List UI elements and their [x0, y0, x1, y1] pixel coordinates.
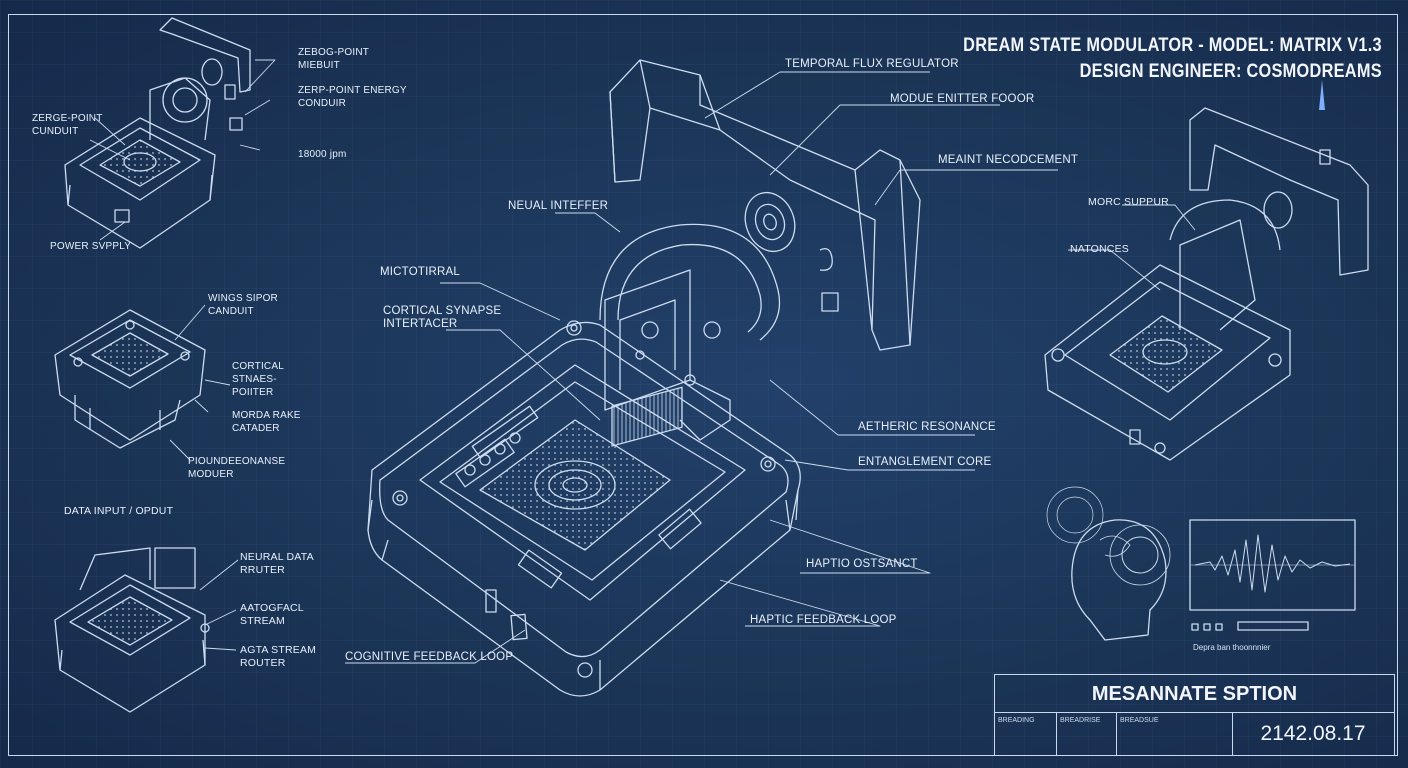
title-block-cell: BREADRISE [1057, 713, 1117, 755]
label-line: AATOGFACL [240, 602, 304, 614]
label-waveform-caption: Depra ban thoonnnier [1193, 643, 1271, 652]
label-line: CATADER [232, 423, 280, 434]
label-line: WINGS SIPOR [208, 293, 278, 304]
label-agta-stream-router: AGTA STREAM ROUTER [240, 644, 316, 670]
label-line: ZERGE-POINT [32, 113, 103, 124]
leader-lines [89, 59, 1196, 664]
label-line: MORDA RAKE [232, 410, 301, 421]
label-neual-intefer: NEUAL INTEFFER [508, 200, 609, 212]
label-morda-rake-catader: MORDA RAKE CATADER [232, 409, 301, 435]
label-zero-point-energy-conduit: ZERP-POINT ENERGY CONDUIR [298, 84, 407, 110]
label-zerge-point-cunduit: ZERGE-POINT CUNDUIT [32, 112, 103, 138]
title-block-date: 2142.08.17 [1260, 722, 1366, 745]
label-neural-data-router: NEURAL DATA RRUTER [240, 551, 314, 577]
label-line: CANDUIT [208, 306, 254, 317]
label-aatogfacl-stream: AATOGFACL STREAM [240, 602, 304, 628]
label-cortical-stnaes-poiter: CORTICAL STNAES- POIITER [232, 360, 284, 399]
label-natonces: NATONCES [1070, 243, 1129, 255]
title-line-1: DREAM STATE MODULATOR - MODEL: MATRIX V1… [963, 35, 1382, 56]
label-line: AGTA STREAM [240, 644, 317, 656]
label-line: CORTICAL SYNAPSE [383, 305, 502, 317]
label-entanglement-core: ENTANGLEMENT CORE [858, 456, 992, 468]
label-line: NEURAL DATA [240, 551, 314, 563]
drawing-title: DREAM STATE MODULATOR - MODEL: MATRIX V1… [963, 33, 1382, 85]
title-block-cell: BREADING [995, 713, 1057, 755]
label-line: ROUTER [240, 657, 286, 669]
label-rpm: 18000 jpm [298, 149, 347, 160]
spark-icon [1319, 80, 1325, 110]
label-meaint-necodcement: MEAINT NECODCEMENT [938, 154, 1079, 166]
label-line: RRUTER [240, 564, 285, 576]
label-line: MODUER [188, 469, 234, 480]
neural-head-figure [1046, 486, 1171, 641]
main-device [367, 59, 921, 697]
label-line: CONDUIR [298, 98, 347, 109]
label-morc-suppur: MORC SUPPUR [1088, 196, 1169, 208]
title-block-heading: MESANNATE SPTION [995, 675, 1394, 713]
label-line: STNAES- [232, 374, 277, 385]
waveform-panel [1189, 519, 1356, 631]
label-line: ZERP-POINT ENERGY [298, 85, 407, 96]
label-line: CORTICAL [232, 361, 284, 372]
title-block: MESANNATE SPTION BREADING BREADRISE BREA… [994, 674, 1395, 756]
label-mode-emitter-floor: MODUE ENITTER FOOOR [890, 93, 1035, 105]
title-line-2: DESIGN ENGINEER: COSMODREAMS [1079, 61, 1382, 82]
label-zero-point-mebuit: ZEBOG-POINT MIEBUIT [298, 46, 369, 72]
thumbnail-device-3 [54, 547, 210, 713]
label-cognitive-feedback-loop: COGNITIVE FEEDBACK LOOP [345, 651, 514, 663]
label-line: STREAM [240, 615, 285, 627]
label-line: POIITER [232, 387, 274, 398]
label-data-input-output: DATA INPUT / OPDUT [64, 505, 174, 517]
label-temporal-flux-regulator: TEMPORAL FLUX REGULATOR [785, 58, 959, 70]
label-line: CUNDUIT [32, 126, 79, 137]
label-aetheric-resonance: AETHERIC RESONANCE [858, 421, 996, 433]
blueprint-border [8, 14, 1398, 756]
label-microtirral: MICTOTIRRAL [380, 266, 460, 278]
label-haptic-feedback-loop: HAPTIC FEEDBACK LOOP [750, 614, 897, 626]
thumbnail-device-2 [54, 309, 206, 449]
label-pioundrdonanse-moduer: PIOUNDEEONANSE MODUER [188, 455, 285, 481]
label-line: INTERTACER [383, 318, 458, 330]
label-haptio-ostsanct: HAPTIO OSTSANCT [806, 558, 918, 570]
label-power-supply: POWER SVPPLY [50, 241, 132, 252]
label-line: MIEBUIT [298, 60, 340, 71]
label-line: ZEBOG-POINT [298, 47, 370, 58]
side-device [1044, 107, 1369, 461]
label-wings-sipor-canduit: WINGS SIPOR CANDUIT [208, 292, 278, 318]
label-line: PIOUNDEEONANSE [188, 456, 286, 467]
label-cortical-synapse-interfacer: CORTICAL SYNAPSE INTERTACER [383, 305, 501, 331]
title-block-cell: BREADSUE [1117, 713, 1233, 755]
